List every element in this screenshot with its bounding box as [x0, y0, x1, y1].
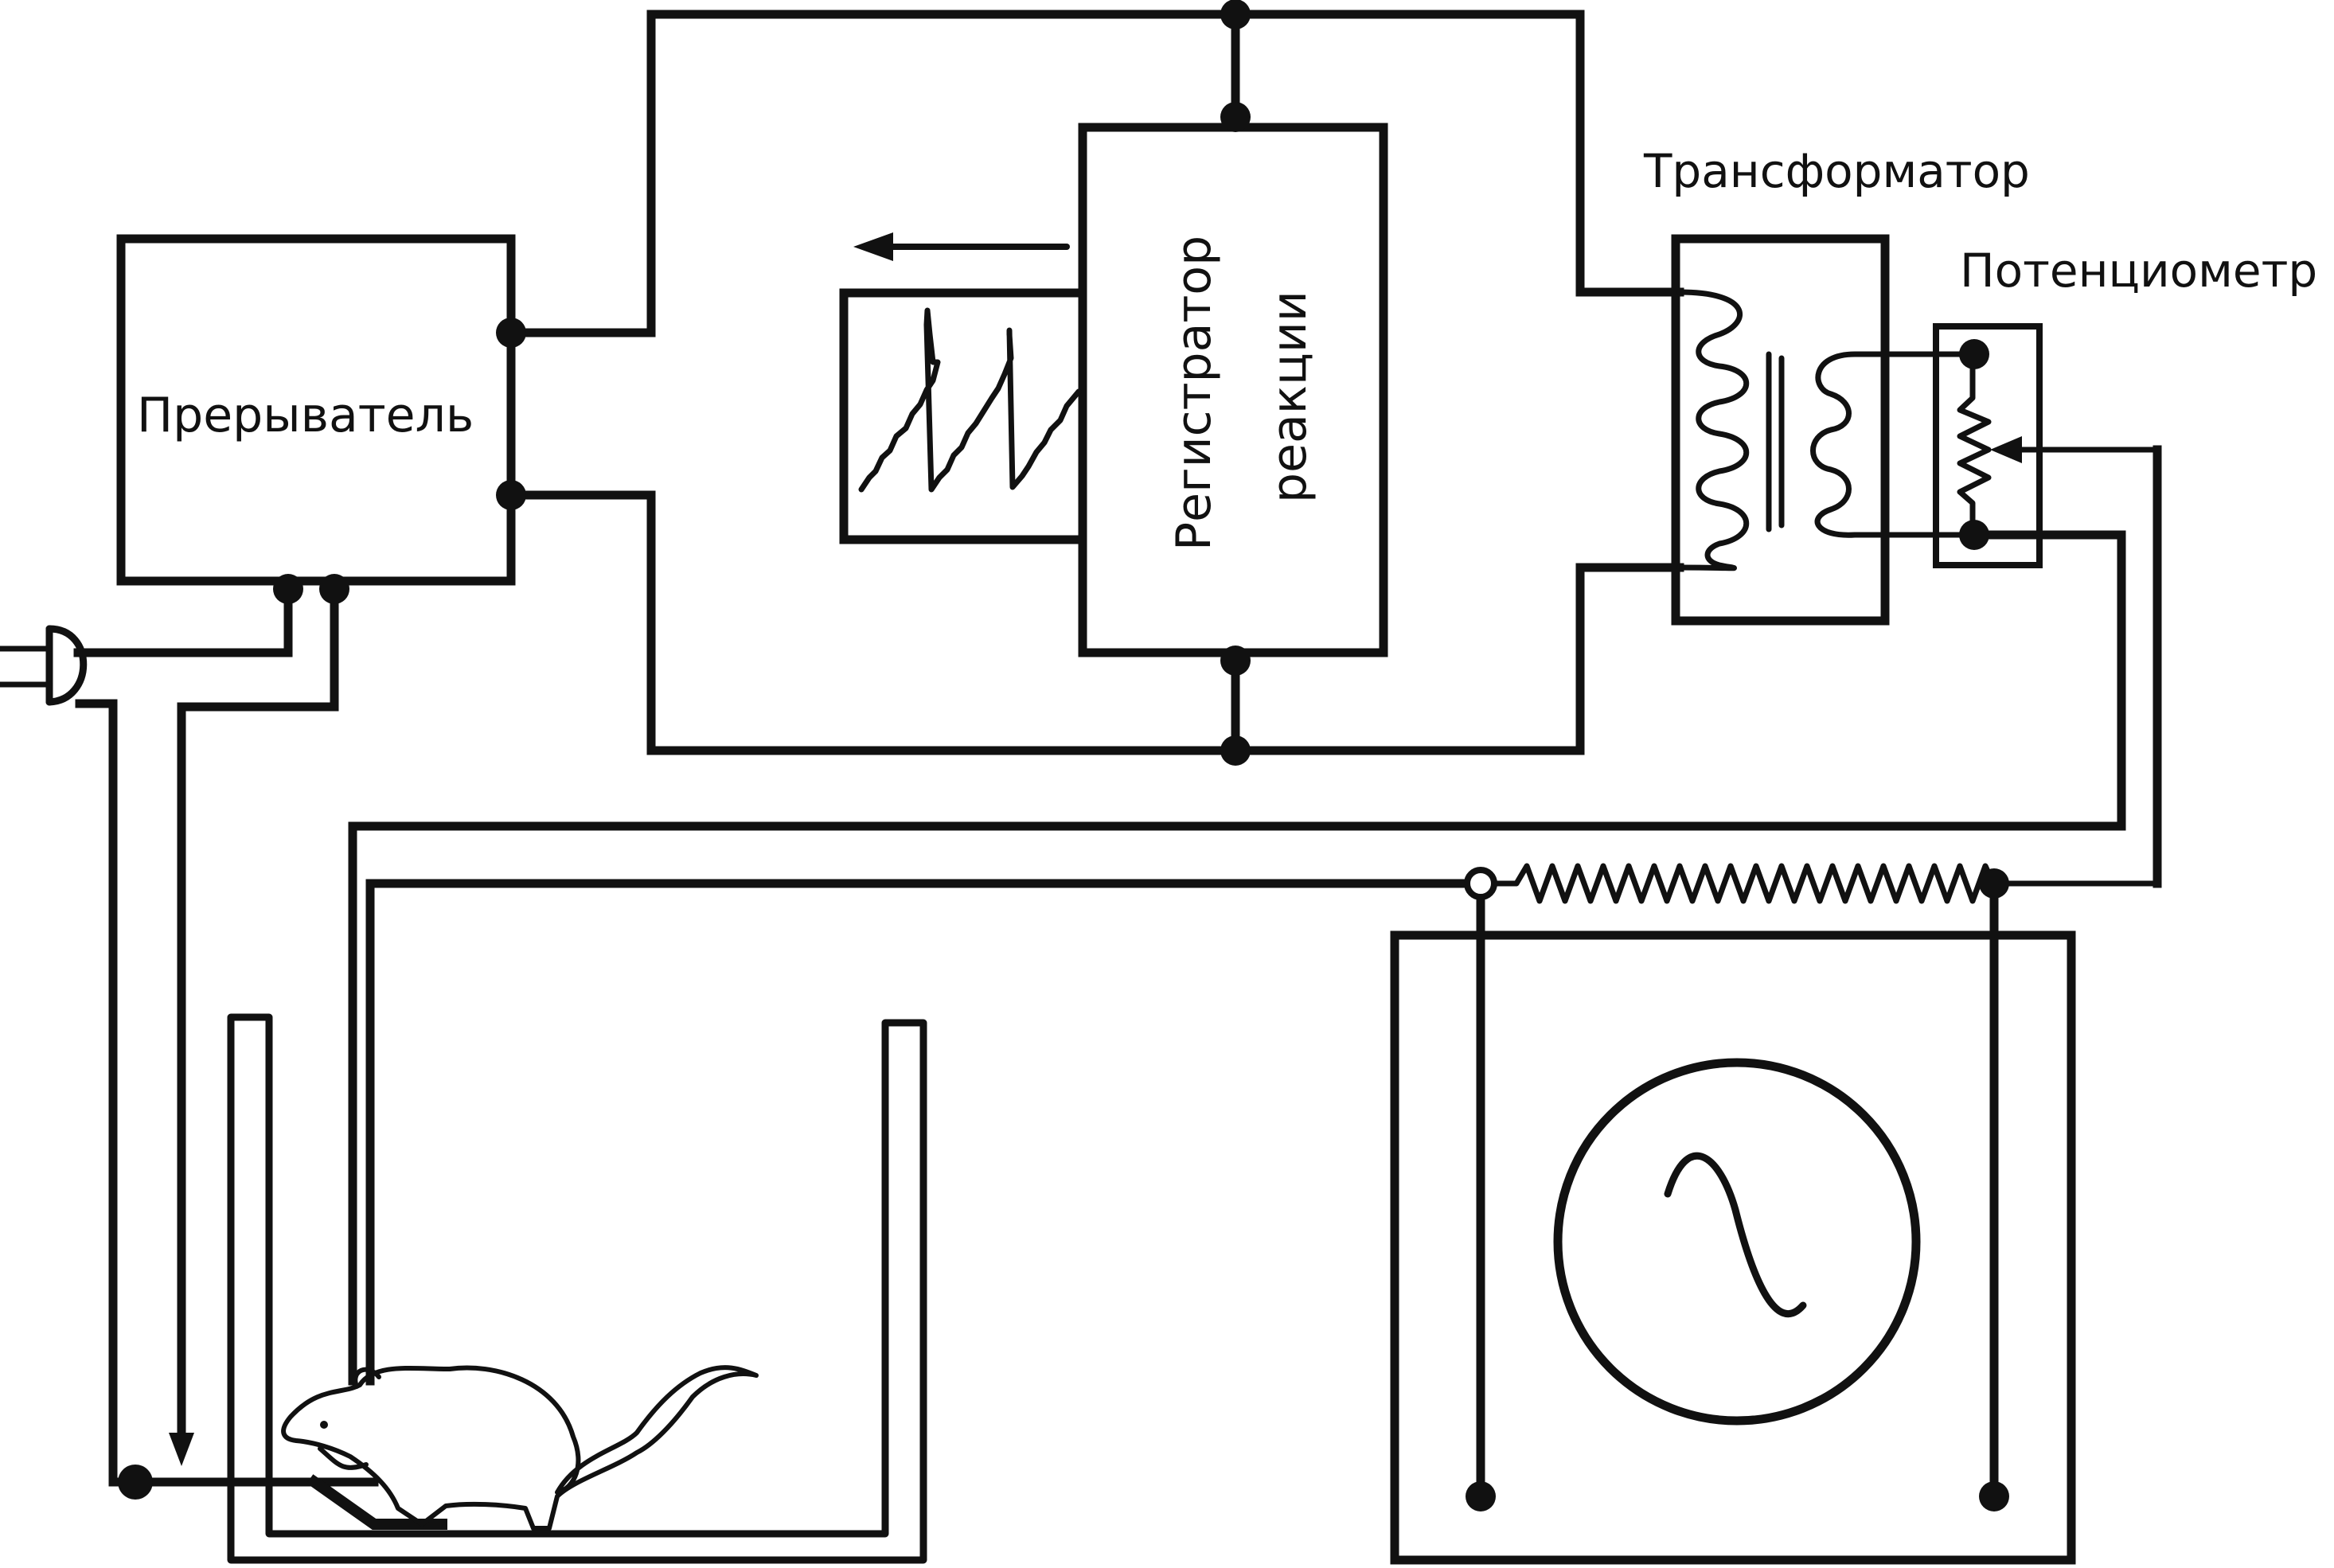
potentiometer: Потенциометр: [1933, 244, 2317, 888]
ac-source: [1390, 879, 2076, 1565]
potentiometer-label: Потенциометр: [1960, 244, 2317, 298]
wiper-arrow-icon: [1990, 436, 2022, 463]
transformer-secondary-coil: [1810, 351, 1976, 538]
rat-icon: [131, 1365, 759, 1531]
series-resistor: [1477, 863, 2160, 904]
plug-icon: [0, 625, 88, 706]
interrupter-label: Прерыватель: [137, 388, 474, 443]
recorder-paper: [839, 288, 1083, 544]
reaction-recorder: Регистратор реакции: [839, 123, 1388, 657]
cumulative-record-trace: [858, 307, 1082, 493]
recorder-label-line1: Регистратор: [1166, 236, 1222, 551]
rat: [131, 1365, 759, 1531]
ac-source-icon: [1553, 1058, 1921, 1426]
arrow-left-icon: [853, 232, 1070, 261]
junctions: [118, 0, 2009, 1511]
feed-arrow-icon: [169, 1433, 194, 1466]
transformer: Трансформатор: [1643, 144, 2030, 626]
power-plug: [0, 576, 339, 1487]
transformer-primary-coil: [1676, 289, 1750, 571]
potentiometer-resistor: [1957, 351, 1992, 538]
stimulus-wires: [348, 821, 2160, 1386]
recorder-label-line2: реакции: [1262, 291, 1317, 503]
interrupter-block: Прерыватель: [116, 234, 516, 586]
operant-chamber: [227, 1013, 927, 1564]
transformer-label: Трансформатор: [1643, 144, 2030, 198]
